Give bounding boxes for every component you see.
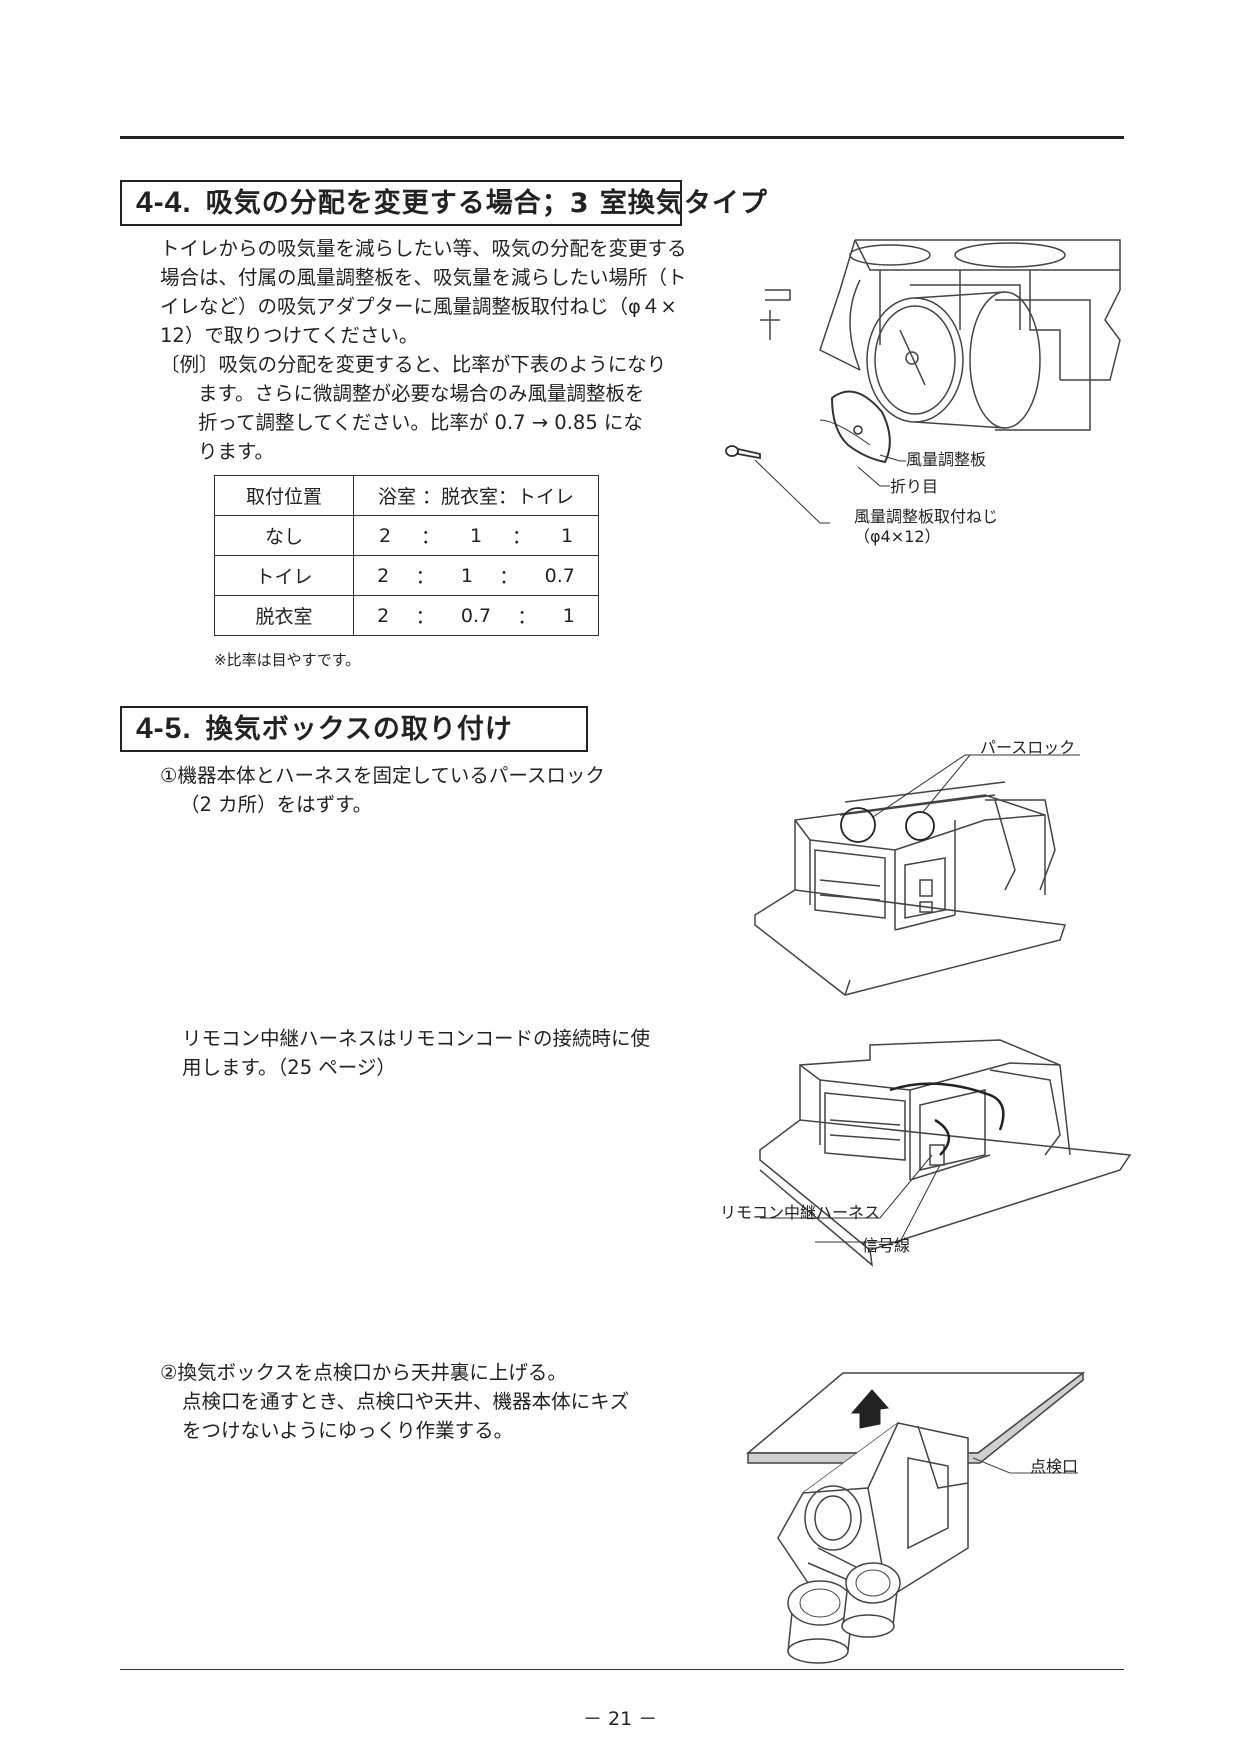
header-position: 取付位置 (214, 475, 354, 516)
label-harness: リモコン中継ハーネス (720, 1203, 881, 1222)
ratio-dressing: 1 (460, 564, 473, 587)
label-purse-lock: パースロック (980, 738, 1076, 757)
ratio-dressing: 0.7 (460, 604, 492, 627)
section-4-4-body: トイレからの吸気量を減らしたい等、吸気の分配を変更する 場合は、付属の風量調整板… (160, 234, 687, 466)
example-line: ります。 (198, 440, 275, 463)
ratio-toilet: 0.7 (544, 564, 575, 587)
ratio-sep: ： (415, 566, 435, 588)
label-screw: 風量調整板取付ねじ (854, 507, 999, 526)
section-4-4-heading: 4-4. 吸気の分配を変更する場合；3 室換気タイプ (120, 180, 767, 226)
step2-line: をつけないようにゆっくり作業する。 (182, 1419, 514, 1442)
example-body: ます。さらに微調整が必要な場合のみ風量調整板を 折って調整してください。比率が … (160, 379, 687, 466)
section-4-5-heading: 4-5. 換気ボックスの取り付け (120, 706, 588, 752)
ratio-note: ※比率は目やすです。 (214, 651, 361, 669)
ratio-sep: ： (415, 606, 435, 628)
label-fold: 折り目 (890, 477, 939, 496)
step1-text: ①機器本体とハーネスを固定しているパースロック （2 カ所）をはずす。 (160, 761, 605, 819)
remocon-line: リモコン中継ハーネスはリモコンコードの接続時に使 (182, 1027, 651, 1050)
remocon-text: リモコン中継ハーネスはリモコンコードの接続時に使 用します。（25 ページ） (182, 1024, 650, 1082)
step1-line: ①機器本体とハーネスを固定しているパースロック (160, 764, 605, 787)
ratio-sep: ： (499, 566, 519, 588)
label-screw-size: （φ4×12） (854, 527, 941, 546)
row-position: 脱衣室 (214, 595, 354, 636)
ratio-bath: 2 (378, 524, 392, 547)
inspection-opening-figure (745, 1371, 1086, 1664)
example-line: 折って調整してください。比率が 0.7 → 0.85 にな (198, 411, 643, 434)
purse-lock-figure (754, 754, 1080, 996)
label-signal: 信号線 (862, 1236, 911, 1255)
ratio-sep: ： (511, 526, 531, 548)
row-ratio: 2 ： 1 ： 0.7 (353, 555, 599, 596)
table-row: 脱衣室 2 ： 0.7 ： 1 (214, 595, 599, 636)
top-rule (120, 136, 1124, 139)
remocon-line: 用します。（25 ページ） (182, 1056, 396, 1079)
ratio-dressing: 1 (469, 524, 483, 547)
harness-figure (759, 1039, 1132, 1267)
label-plate: 風量調整板 (906, 450, 987, 469)
body-line: イレなど）の吸気アダプターに風量調整板取付ねじ（φ４× (160, 295, 677, 318)
ratio-sep: ： (421, 526, 441, 548)
body-line: 場合は、付属の風量調整板を、吸気量を減らしたい場所（ト (160, 266, 687, 289)
ratio-table: 取付位置 浴室 ：脱衣室：トイレ なし 2 ： 1 ： 1 トイレ 2 ： 1 ： 0.7 脱衣… (214, 475, 599, 636)
table-header-row: 取付位置 浴室 ：脱衣室：トイレ (214, 475, 599, 516)
ratio-toilet: 1 (560, 524, 574, 547)
row-position: なし (214, 515, 354, 556)
body-line: 12）で取りつけてください。 (160, 324, 419, 347)
body-line: トイレからの吸気量を減らしたい等、吸気の分配を変更する (160, 237, 687, 260)
bottom-rule (120, 1669, 1124, 1670)
label-inspection: 点検口 (1030, 1457, 1079, 1476)
step1-line: （2 カ所）をはずす。 (180, 793, 373, 816)
ratio-toilet: 1 (562, 604, 575, 627)
table-row: なし 2 ： 1 ： 1 (214, 515, 599, 556)
section-number: 4-4. (136, 186, 192, 219)
header-ratio: 浴室 ：脱衣室：トイレ (353, 475, 599, 516)
adjustment-plate-figure (725, 239, 1121, 524)
example-line: ます。さらに微調整が必要な場合のみ風量調整板を (198, 382, 645, 405)
page-number: － 21 － (583, 1708, 658, 1730)
row-ratio: 2 ： 0.7 ： 1 (353, 595, 599, 636)
section-title: 吸気の分配を変更する場合；3 室換気タイプ (205, 188, 768, 219)
section-number: 4-5. (136, 712, 192, 745)
table-row: トイレ 2 ： 1 ： 0.7 (214, 555, 599, 596)
step2-line: ②換気ボックスを点検口から天井裏に上げる。 (160, 1361, 567, 1384)
step2-text: ②換気ボックスを点検口から天井裏に上げる。 点検口を通すとき、点検口や天井、機器… (160, 1358, 629, 1445)
section-title: 換気ボックスの取り付け (205, 714, 513, 745)
ratio-bath: 2 (377, 564, 390, 587)
step2-line: 点検口を通すとき、点検口や天井、機器本体にキズ (182, 1390, 630, 1413)
ratio-sep: ： (517, 606, 537, 628)
ratio-bath: 2 (377, 604, 390, 627)
example-lead: 〔例〕吸気の分配を変更すると、比率が下表のようになり (160, 353, 667, 376)
row-position: トイレ (214, 555, 354, 596)
row-ratio: 2 ： 1 ： 1 (353, 515, 599, 556)
